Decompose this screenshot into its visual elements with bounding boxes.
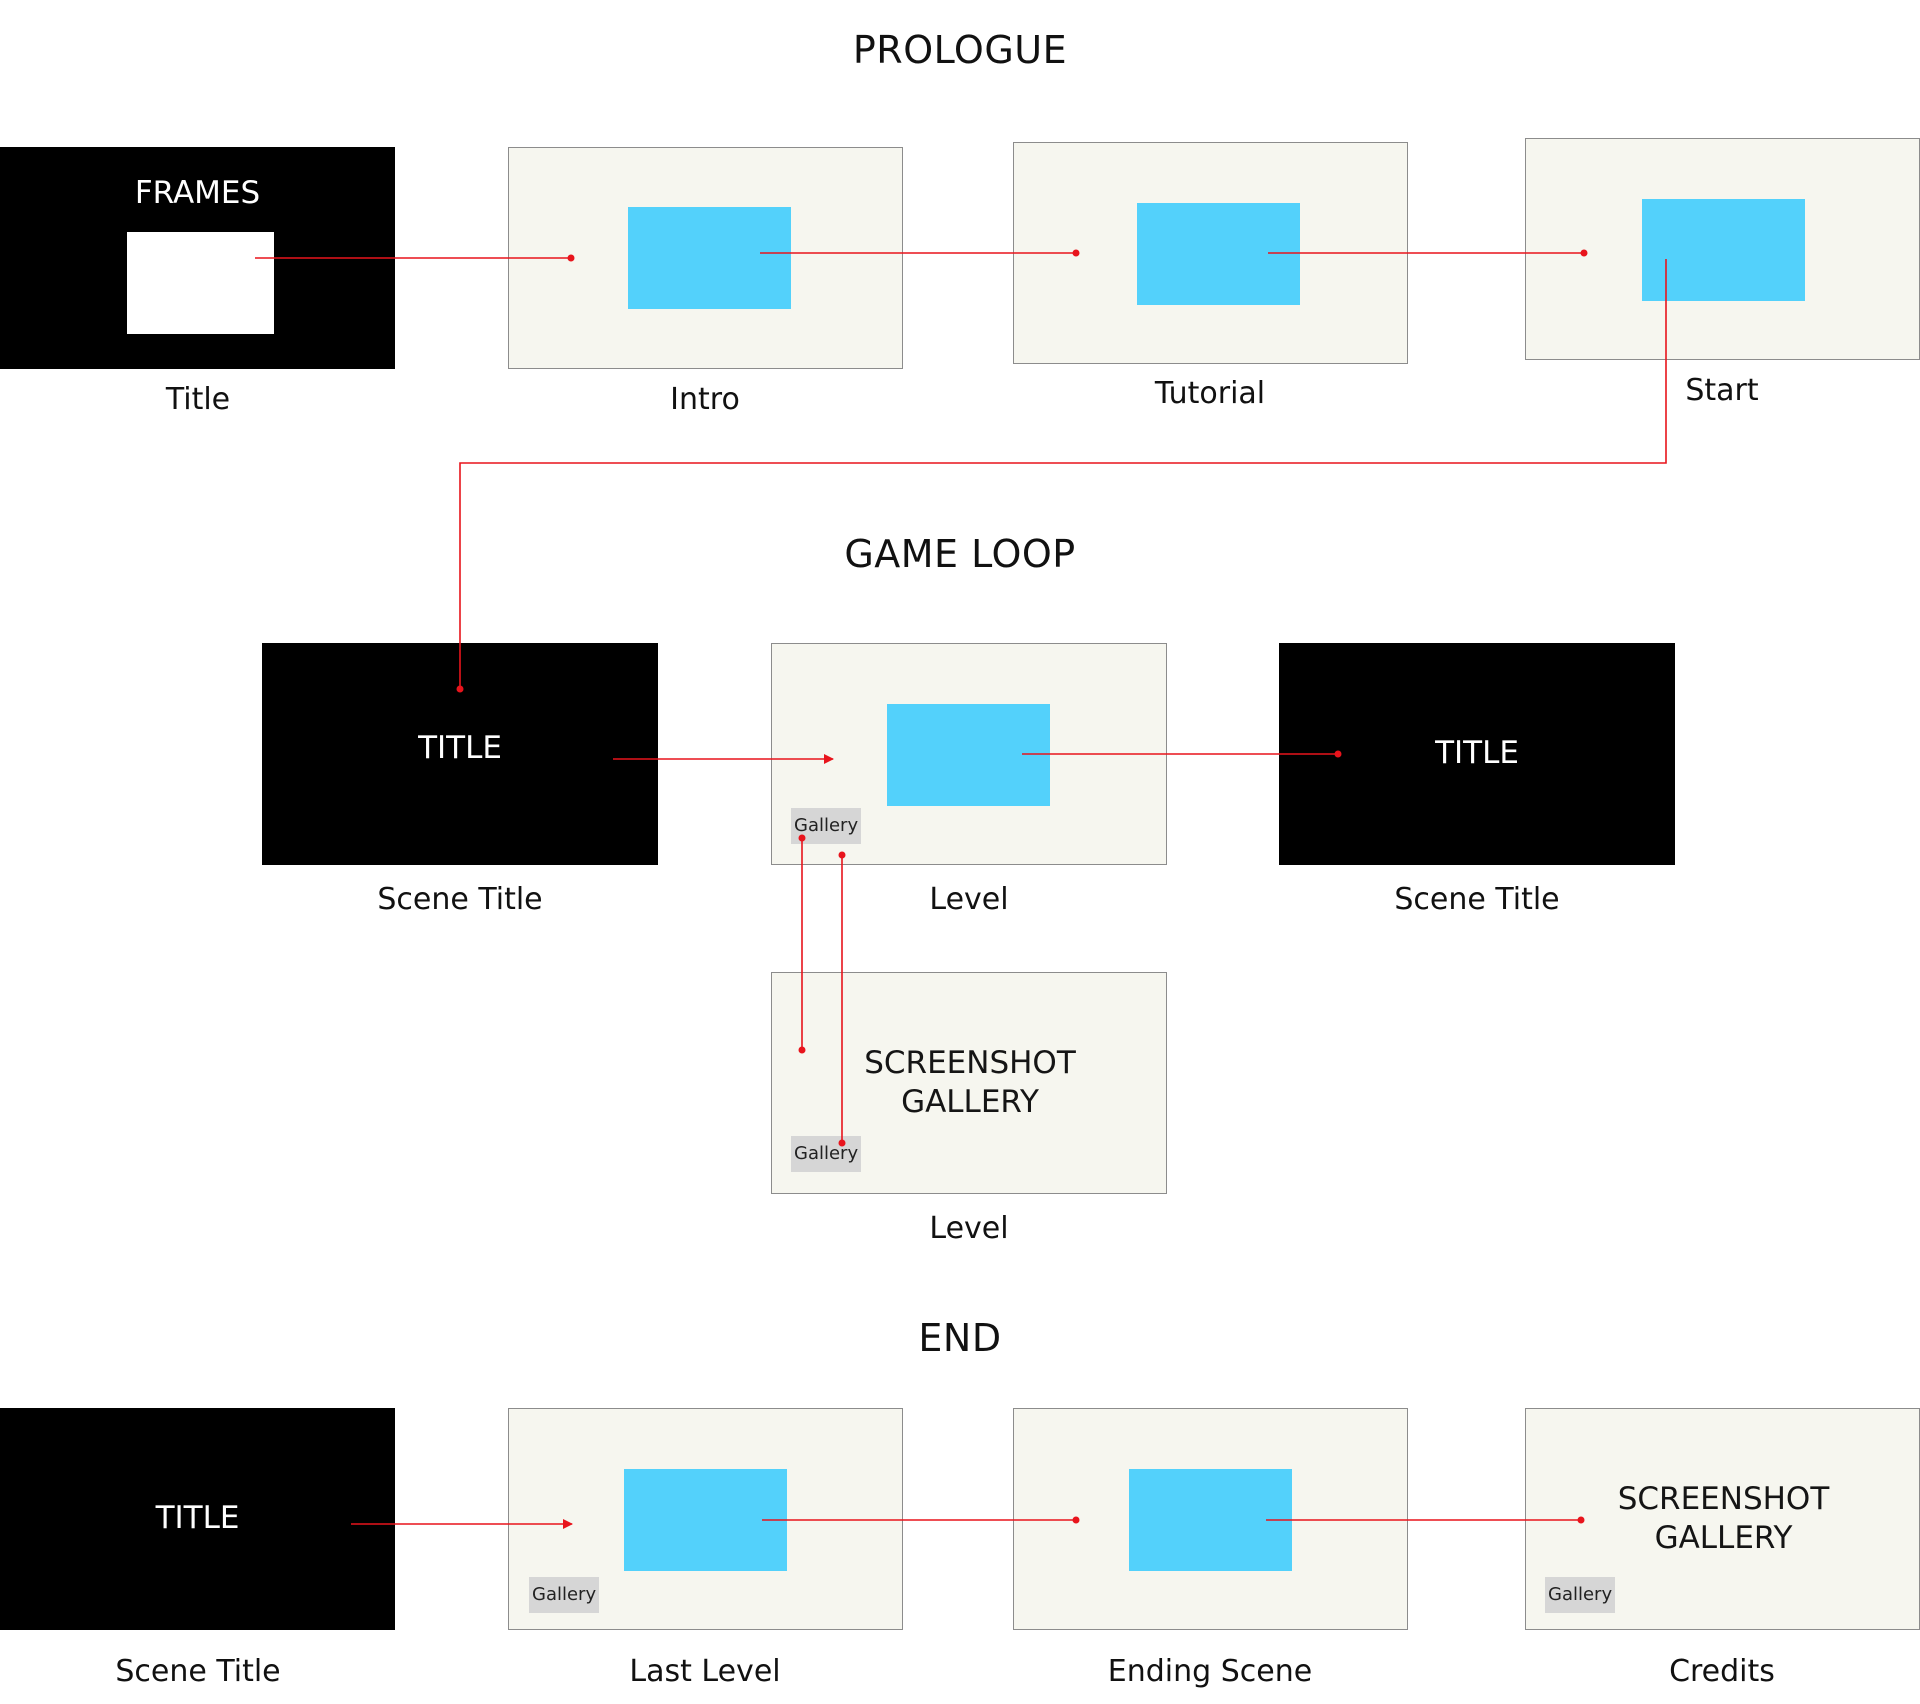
start-screen-thumbnail [1642, 199, 1805, 301]
caption-tutorial: Tutorial [1154, 376, 1266, 411]
caption-scene-title-1: Scene Title [377, 882, 543, 917]
frame-title[interactable]: FRAMES [0, 147, 395, 369]
end-scene-title-label: TITLE [155, 1500, 240, 1536]
caption-screenshot-gallery: Level [929, 1211, 1009, 1246]
frame-start[interactable] [1525, 138, 1920, 360]
credits-gallery-button[interactable]: Gallery [1545, 1577, 1616, 1613]
title-screen-thumbnail [127, 232, 274, 334]
connector-start-to-scene-title [459, 259, 1667, 689]
last-level-screen-thumbnail [624, 1469, 787, 1571]
caption-end-scene-title: Scene Title [115, 1654, 281, 1689]
caption-level: Level [929, 882, 1009, 917]
intro-screen-thumbnail [628, 207, 791, 309]
last-level-gallery-button[interactable]: Gallery [529, 1577, 600, 1613]
node-dot-level-gallery-b [838, 851, 846, 859]
caption-credits: Credits [1669, 1654, 1775, 1689]
scene-title-1-label: TITLE [418, 730, 502, 766]
caption-start: Start [1685, 373, 1759, 408]
node-dot-scene-title [456, 685, 464, 693]
frame-last-level[interactable]: Gallery [508, 1408, 903, 1630]
tutorial-screen-thumbnail [1137, 203, 1300, 305]
node-dot-level-gallery-a [798, 834, 806, 842]
caption-title: Title [165, 382, 231, 417]
screenshot-gallery-gallery-button[interactable]: Gallery [791, 1136, 862, 1172]
ending-scene-screen-thumbnail [1129, 1469, 1292, 1571]
section-heading-game-loop: GAME LOOP [844, 532, 1076, 576]
caption-scene-title-2: Scene Title [1394, 882, 1560, 917]
node-dot-intro [567, 254, 575, 262]
node-dot-credits [1577, 1516, 1585, 1524]
node-dot-scene-title-2 [1334, 750, 1342, 758]
frame-scene-title-2[interactable]: TITLE [1279, 643, 1675, 865]
frame-title-label: FRAMES [134, 175, 261, 211]
node-dot-tutorial [1072, 249, 1080, 257]
caption-ending-scene: Ending Scene [1107, 1654, 1313, 1689]
node-dot-screenshot-gallery [798, 1046, 806, 1054]
node-dot-ending-scene [1072, 1516, 1080, 1524]
caption-intro: Intro [670, 382, 740, 417]
frame-end-scene-title[interactable]: TITLE [0, 1408, 395, 1630]
level-screen-thumbnail [887, 704, 1050, 806]
node-dot-screenshot-gallery-button [838, 1139, 846, 1147]
scene-title-2-label: TITLE [1435, 735, 1519, 771]
section-heading-prologue: PROLOGUE [852, 28, 1068, 72]
node-dot-start [1580, 249, 1588, 257]
caption-last-level: Last Level [629, 1654, 781, 1689]
section-heading-end: END [918, 1316, 1002, 1360]
